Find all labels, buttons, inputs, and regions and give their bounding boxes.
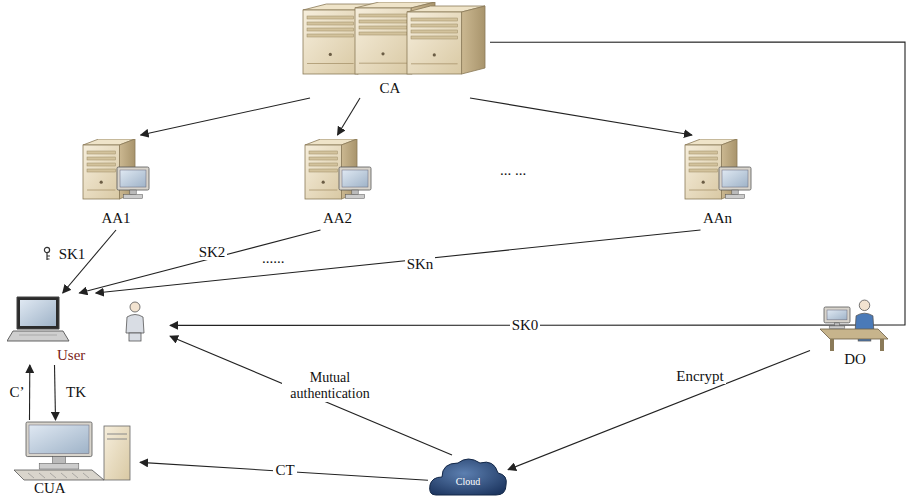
edge-label: SKn [405, 256, 436, 272]
connector-arrow [140, 462, 428, 480]
ellipsis-label: ...... [262, 250, 285, 266]
component-node: AA1 [75, 135, 157, 230]
key-icon [44, 247, 50, 260]
edge-label: Mutual authentication [282, 370, 378, 402]
connector-arrow [170, 42, 905, 325]
edge-label: SK0 [510, 317, 541, 333]
device-icon [295, 2, 487, 78]
device-icon [7, 295, 167, 343]
component-node: AA2 [295, 135, 380, 230]
connector-arrow [170, 336, 452, 455]
node-label: CA [380, 80, 401, 96]
edge-label: CT [273, 462, 296, 478]
component-node: Cloud [428, 455, 508, 497]
edge-label: SK2 [197, 244, 228, 260]
connector-arrow [55, 365, 56, 420]
connector-arrow [79, 230, 320, 293]
device-icon [303, 139, 373, 201]
edge-label: TK [64, 384, 88, 400]
component-node: AAn [675, 135, 760, 230]
node-label: Cloud [456, 474, 480, 490]
device-icon [816, 295, 894, 351]
device-icon [14, 420, 136, 482]
connector-arrow [470, 98, 692, 135]
connector-arrow [141, 98, 310, 135]
connector-arrow [508, 351, 810, 470]
component-node: DO [810, 295, 900, 369]
ellipsis-label: ... ... [500, 162, 526, 178]
node-label: AA2 [323, 210, 352, 226]
connector-arrow [96, 230, 701, 293]
edge-label: SK1 [57, 246, 88, 262]
node-label: DO [844, 351, 866, 367]
node-label: CUA [34, 480, 66, 496]
connector-arrow [338, 98, 361, 135]
component-node: User [5, 293, 170, 365]
edge-label: C’ [8, 384, 27, 400]
device-icon [81, 139, 151, 201]
edge-label: Encrypt [674, 368, 725, 384]
node-label: AA1 [101, 210, 130, 226]
component-node: CUA [10, 420, 140, 497]
device-icon [683, 139, 753, 201]
component-node: CA [290, 2, 490, 98]
node-label: AAn [703, 210, 732, 226]
node-label: User [57, 347, 85, 363]
connector-arrow [29, 365, 30, 420]
